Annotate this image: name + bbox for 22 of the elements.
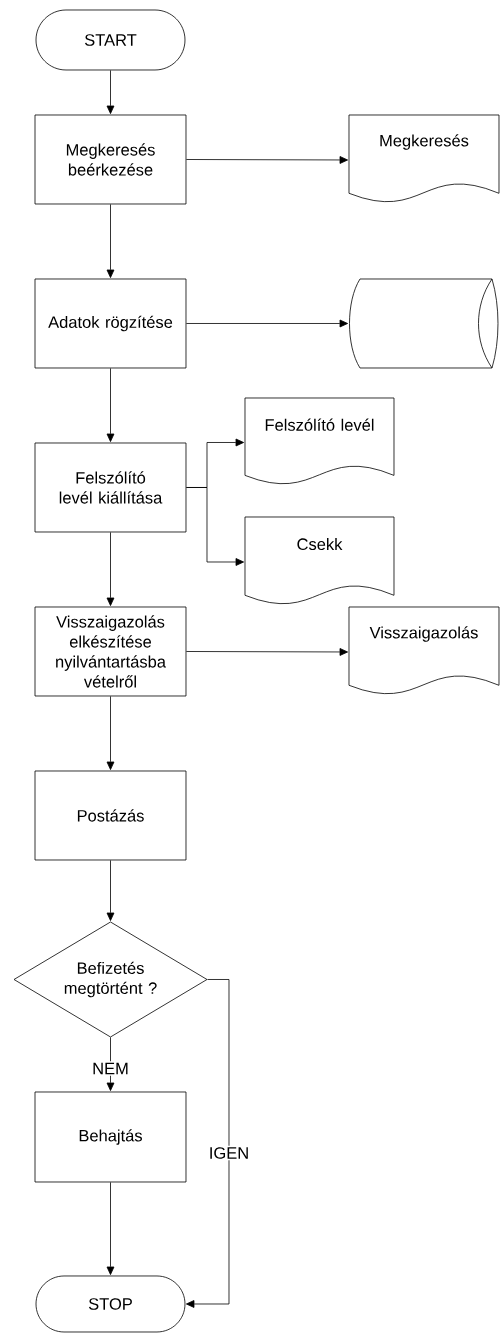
process-box: Felszólító levél kiállítása bbox=[34, 442, 187, 533]
arrow bbox=[106, 204, 115, 278]
arrow bbox=[186, 319, 348, 328]
process-box: Megkeresés beérkezése bbox=[34, 114, 187, 205]
arrow bbox=[186, 156, 348, 164]
arrow bbox=[106, 368, 115, 442]
process-box: Visszaigazolás elkészítése nyilvántartásba vételről bbox=[34, 606, 187, 697]
arrow bbox=[186, 979, 230, 1308]
arrow bbox=[186, 487, 244, 566]
arrow bbox=[106, 532, 115, 606]
arrow bbox=[106, 1182, 115, 1275]
arrow bbox=[106, 70, 115, 114]
edge-label: NEM bbox=[90, 1061, 131, 1076]
arrow bbox=[106, 1037, 115, 1091]
arrow bbox=[186, 648, 348, 656]
process-box: Behajtás bbox=[34, 1091, 187, 1183]
process-box: Adatok rögzítése bbox=[34, 278, 187, 369]
stored-data-shape bbox=[349, 278, 499, 369]
arrow bbox=[106, 860, 115, 921]
edge-label: IGEN bbox=[207, 1145, 251, 1161]
process-box: Postázás bbox=[34, 770, 187, 861]
arrow bbox=[106, 696, 115, 770]
